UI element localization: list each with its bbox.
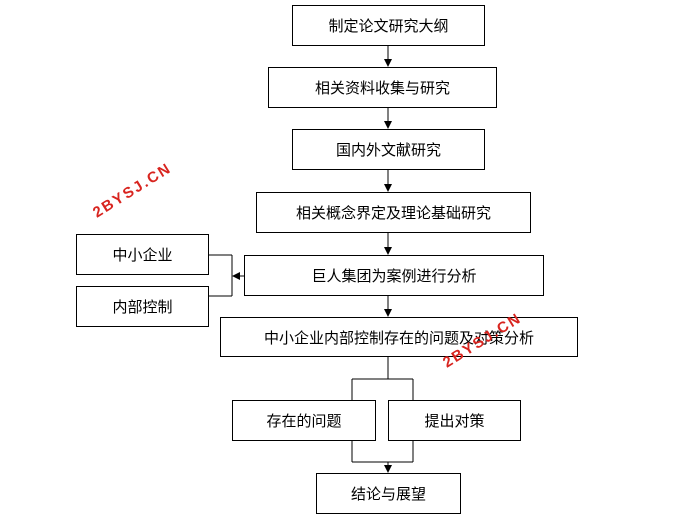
step-case-study-box: 巨人集团为案例进行分析 <box>244 255 544 296</box>
step-outline-label: 制定论文研究大纲 <box>328 17 449 35</box>
step-case-study-label: 巨人集团为案例进行分析 <box>311 267 477 285</box>
step-conclusion-box: 结论与展望 <box>316 473 461 514</box>
step-conclusion-label: 结论与展望 <box>350 485 426 503</box>
step-outline-box: 制定论文研究大纲 <box>292 5 485 46</box>
step-literature-label: 国内外文献研究 <box>335 141 441 159</box>
step-collection-box: 相关资料收集与研究 <box>268 67 497 108</box>
side-internal-control-box: 内部控制 <box>76 286 209 327</box>
step-problems-box: 存在的问题 <box>232 400 376 441</box>
step-concepts-box: 相关概念界定及理论基础研究 <box>256 192 531 233</box>
side-sme-label: 中小企业 <box>112 246 173 264</box>
side-internal-control-label: 内部控制 <box>112 298 173 316</box>
side-sme-box: 中小企业 <box>76 234 209 275</box>
step-countermeasures-label: 提出对策 <box>424 412 485 430</box>
step-collection-label: 相关资料收集与研究 <box>314 79 450 97</box>
step-analysis-box: 中小企业内部控制存在的问题及对策分析 <box>220 317 578 357</box>
step-countermeasures-box: 提出对策 <box>388 400 521 441</box>
step-analysis-label: 中小企业内部控制存在的问题及对策分析 <box>263 328 534 347</box>
step-literature-box: 国内外文献研究 <box>292 129 485 170</box>
step-problems-label: 存在的问题 <box>266 412 342 430</box>
step-concepts-label: 相关概念界定及理论基础研究 <box>295 204 491 222</box>
